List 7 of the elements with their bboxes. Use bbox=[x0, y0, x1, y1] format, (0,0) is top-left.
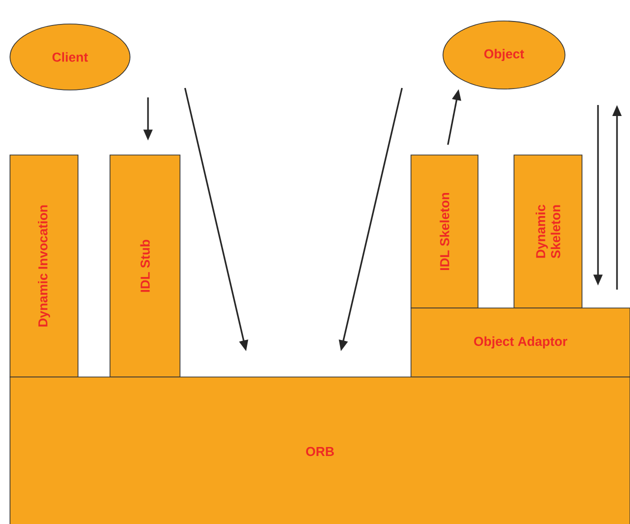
ellipse-node: Client bbox=[10, 24, 130, 90]
component-box: Dynamic Skeleton bbox=[514, 154, 582, 308]
ellipse-node: Object bbox=[442, 20, 566, 90]
component-box: IDL Skeleton bbox=[410, 154, 478, 308]
component-box: IDL Stub bbox=[110, 154, 180, 378]
component-box: Object Adaptor bbox=[410, 308, 630, 378]
component-box: Dynamic Invocation bbox=[10, 154, 78, 378]
